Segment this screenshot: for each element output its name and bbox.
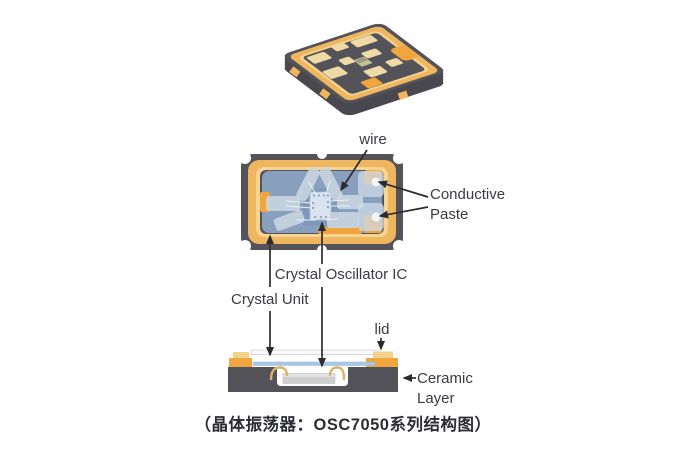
wire-label: wire [359, 131, 387, 148]
lid-label: lid [374, 321, 390, 338]
oscillator-ic-3d [353, 56, 373, 67]
right-terminal [366, 351, 398, 367]
crystal-unit-label: Crystal Unit [231, 291, 309, 308]
castellation-pads-3d [289, 66, 409, 101]
conductive-paste-label: Conductive Paste [430, 186, 506, 223]
electrode-pads [266, 166, 363, 231]
conductive-paste-arrow-bottom [378, 206, 429, 219]
conductive-paste-spots [358, 171, 384, 231]
wire-arrow [340, 149, 368, 192]
crystal-blank-layer [252, 361, 376, 366]
cross-section-view [228, 349, 398, 392]
wire-arcs [269, 366, 346, 381]
package-top-view [239, 149, 405, 255]
package-3d-view [284, 23, 444, 116]
substrate-pads-3d [306, 35, 419, 89]
ceramic-layer-label: Ceramic Layer [417, 370, 473, 407]
castellation-notches [239, 149, 405, 255]
bond-pads-dots [311, 194, 330, 219]
package-top-face [284, 23, 444, 104]
ic-in-cavity [282, 373, 336, 384]
figure-caption: （晶体振荡器：OSC7050系列结构图） [194, 416, 492, 434]
conductive-paste-arrow-top [377, 180, 429, 198]
bond-wires [285, 180, 350, 221]
left-terminal [229, 352, 252, 367]
crystal-oscillator-ic-label: Crystal Oscillator IC [274, 266, 408, 283]
annotation-arrows [266, 149, 429, 382]
